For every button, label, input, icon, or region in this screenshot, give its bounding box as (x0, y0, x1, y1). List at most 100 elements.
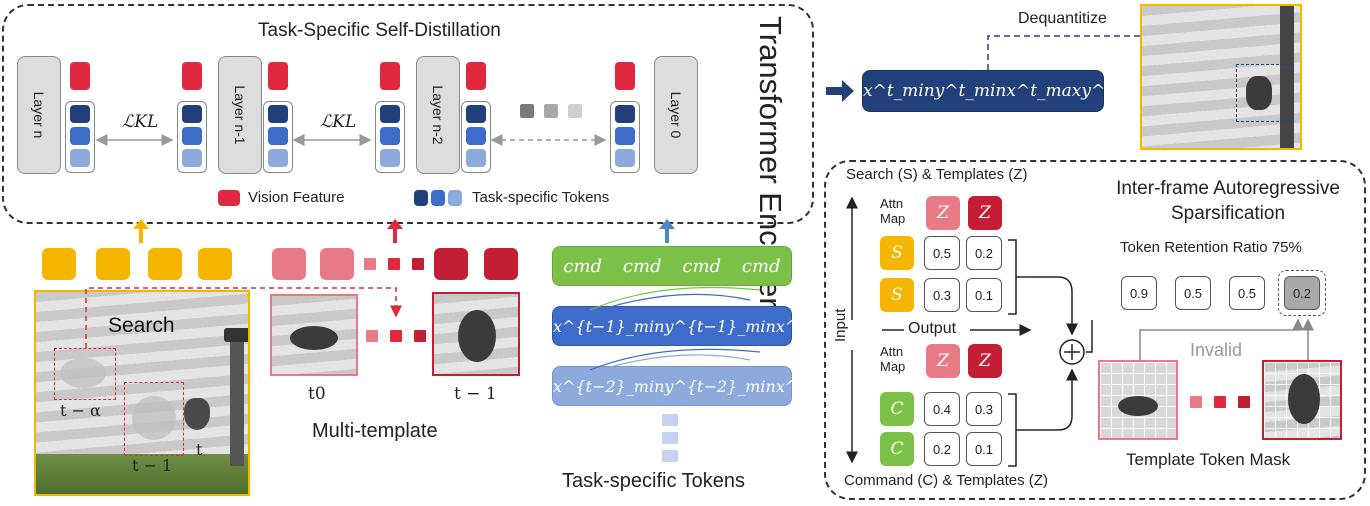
bird-ghost-icon (132, 396, 176, 440)
kl-loss-label-2: ℒKL (320, 112, 357, 132)
token-mid (380, 127, 400, 145)
bird-icon (184, 398, 210, 430)
command-c-1: C (880, 392, 914, 426)
template-dot (366, 330, 378, 342)
score: 0.4 (924, 392, 960, 426)
token-light (380, 149, 400, 167)
cmd-bar: cmd cmd cmd cmd (552, 246, 792, 286)
bird-icon (458, 310, 496, 362)
cmd-token: cmd (563, 255, 603, 277)
output-coord: x^t_max (1006, 81, 1082, 101)
token-mid (466, 127, 486, 145)
legend-vision-swatch (218, 190, 240, 206)
template-dot (412, 258, 424, 270)
cmd-token: cmd (682, 255, 722, 277)
cmd-token: cmd (741, 255, 781, 277)
layer-n-1: Layer n-1 (218, 56, 262, 174)
kl-loss-label-1: ℒKL (122, 112, 159, 132)
token-mid (268, 127, 288, 145)
coord-token: x^{t−2}_max (775, 376, 891, 396)
coords-t1-bar: x^{t−1}_min y^{t−1}_min x^{t−1}_max y^{t… (552, 306, 1005, 346)
score: 0.3 (924, 278, 960, 312)
self-distillation-title: Task-Specific Self-Distillation (258, 20, 501, 41)
template-dot (390, 330, 402, 342)
autoregressive-arrows (589, 286, 761, 371)
result-box (1236, 64, 1294, 122)
template-token (272, 248, 306, 280)
retention-score-pruned: 0.2 (1284, 276, 1320, 310)
transformer-encoder-panel (2, 4, 814, 224)
coord-token: x^{t−2}_min (553, 376, 665, 396)
legend-task-label: Task-specific Tokens (472, 189, 610, 206)
output-coord: y^t_max (1081, 81, 1157, 101)
search-link (85, 287, 402, 348)
input-label: Input (832, 308, 849, 342)
sparsification-title: Inter-frame Autoregressive Sparsificatio… (1116, 178, 1340, 224)
frame-label-t: t (196, 440, 203, 459)
mask-dot (1190, 396, 1202, 408)
ellipsis-dot (544, 104, 558, 118)
token-dark (615, 105, 635, 123)
command-templates-label: Command (C) & Templates (Z) (844, 472, 1048, 489)
token-dark (268, 105, 288, 123)
bird-icon (290, 326, 338, 350)
output-coord: y^t_min (934, 81, 1007, 101)
bird-icon (1118, 396, 1158, 416)
token-mid (70, 127, 90, 145)
legend-vision-label: Vision Feature (248, 189, 345, 206)
retention-score: 0.9 (1121, 276, 1157, 310)
invalid-label: Invalid (1190, 340, 1243, 360)
output-coord: x^t_min (863, 81, 935, 101)
search-label: Search (108, 314, 175, 337)
template-dot (388, 258, 400, 270)
output-arrow (826, 80, 854, 102)
search-s-1: S (880, 236, 914, 270)
template-z-pink: Z (926, 196, 960, 230)
template-time-t-1: t − 1 (454, 384, 497, 404)
coord-token: y^{t−2}_min (664, 376, 776, 396)
attn-map-label-top: Attn Map (880, 196, 906, 226)
frame-label-t-alpha: t − α (60, 401, 101, 420)
vision-feature-n-2b (466, 62, 486, 90)
template-image-t0 (270, 294, 358, 376)
retention-score: 0.5 (1229, 276, 1265, 310)
bird-ghost-icon (60, 358, 106, 388)
kl-arrows (95, 134, 607, 146)
token-dark (70, 105, 90, 123)
template-image-t-1 (432, 292, 520, 376)
bird-icon (1288, 374, 1320, 424)
template-dot (364, 258, 376, 270)
token-light (268, 149, 288, 167)
vision-feature-n (70, 62, 90, 90)
token-dark (466, 105, 486, 123)
search-token (42, 248, 76, 280)
cmd-token: cmd (622, 255, 662, 277)
score: 0.2 (966, 236, 1002, 270)
token-ellipsis (662, 432, 678, 444)
token-ellipsis (662, 414, 678, 426)
invalid-arrows (1139, 318, 1314, 360)
feeder-top (224, 328, 248, 342)
command-c-2: C (880, 432, 914, 466)
legend-token-mid (431, 190, 445, 206)
ellipsis-dot (520, 104, 534, 118)
sparsification-panel (824, 160, 1366, 500)
output-coords-bar: x^t_min y^t_min x^t_max y^t_max (862, 70, 1156, 112)
frame-label-t-1: t − 1 (132, 456, 173, 475)
output-label: Output (908, 320, 957, 337)
token-ellipsis (662, 450, 678, 462)
layer-n-2: Layer n-2 (416, 56, 460, 174)
dequantize-label: Dequantitize (1018, 10, 1107, 27)
token-dark (182, 105, 202, 123)
grass (36, 454, 248, 494)
score: 0.1 (966, 278, 1002, 312)
token-light (182, 149, 202, 167)
task-tokens-label: Task-specific Tokens (562, 470, 746, 492)
search-token (198, 248, 232, 280)
vision-feature-0 (615, 62, 635, 90)
search-templates-label: Search (S) & Templates (Z) (846, 166, 1028, 183)
mask-image-2 (1262, 360, 1342, 440)
mask-dot (1214, 396, 1226, 408)
search-image (34, 290, 250, 496)
retention-ratio-label: Token Retention Ratio 75% (1120, 239, 1302, 256)
